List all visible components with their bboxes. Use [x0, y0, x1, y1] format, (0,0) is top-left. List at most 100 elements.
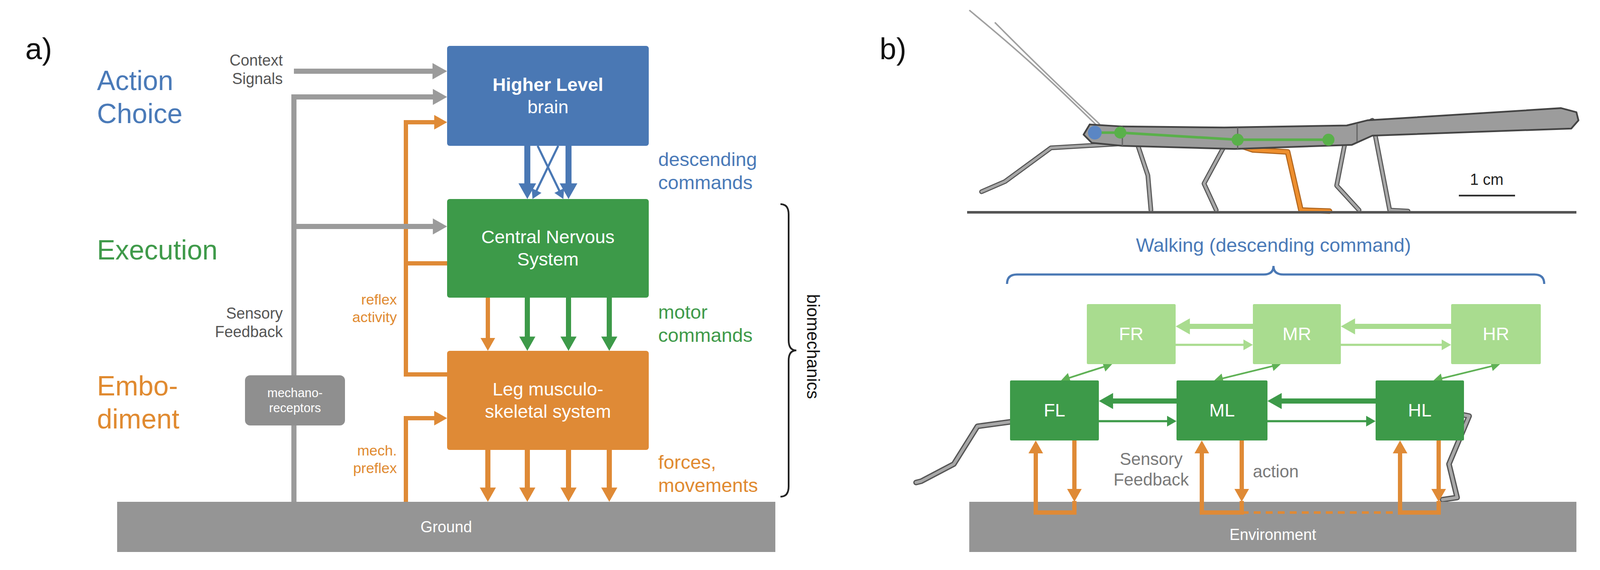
arrowhead	[519, 336, 536, 351]
leg-outline	[916, 421, 1016, 483]
bracket-label: biomechanics	[802, 294, 824, 400]
brain-box: Higher Levelbrain	[447, 45, 649, 146]
connector-line	[1033, 450, 1038, 503]
connector	[537, 145, 565, 200]
level-heading: Embo- diment	[96, 369, 180, 436]
connector-line	[524, 450, 530, 491]
connector-line	[1352, 323, 1452, 330]
connector-line	[565, 297, 572, 340]
context-arrow	[293, 63, 448, 80]
connector	[1234, 440, 1250, 503]
node-text: Higher Level	[492, 73, 604, 97]
nerve-cord	[1094, 132, 1329, 140]
leg-controller: MR	[1252, 304, 1341, 365]
connector-line	[524, 297, 530, 340]
connector-line	[485, 450, 491, 491]
connector-line	[606, 450, 612, 491]
insect-body	[1083, 108, 1579, 149]
leg	[1203, 145, 1225, 211]
connector-line	[565, 145, 572, 187]
arrowhead	[519, 487, 536, 503]
signal-label: motor commands	[658, 300, 753, 348]
connector	[479, 450, 497, 503]
arrowhead	[1028, 440, 1044, 454]
arrowhead	[1167, 416, 1177, 427]
sensor-box: mechano- receptors	[244, 375, 345, 426]
arrowhead	[479, 487, 497, 503]
arrowhead	[601, 336, 618, 351]
connector	[560, 297, 577, 351]
connector	[405, 411, 448, 503]
connector-line	[1440, 365, 1494, 379]
loop-line	[1201, 501, 1242, 513]
connector-line	[1175, 344, 1246, 347]
ganglion	[1114, 126, 1127, 139]
antenna	[995, 22, 1101, 125]
connector-line	[1187, 323, 1253, 330]
connector	[1431, 440, 1446, 503]
body-segment	[1356, 123, 1358, 143]
connector-line	[405, 122, 448, 375]
connector-line	[606, 297, 612, 340]
node-text: FL	[1043, 399, 1065, 422]
connector-line	[1279, 398, 1376, 404]
leg-outline	[1137, 145, 1151, 211]
connector-line	[293, 96, 436, 376]
curly-brace	[780, 204, 797, 497]
leg-controller: ML	[1176, 380, 1268, 441]
node-text: Environment	[1229, 525, 1316, 545]
cns-box: Central Nervous System	[447, 199, 649, 298]
leg	[1336, 143, 1359, 211]
highlighted-leg	[1237, 145, 1330, 212]
highlighted-leg-outline	[1237, 145, 1330, 212]
connector-line	[293, 226, 436, 376]
connector-line	[524, 145, 531, 187]
leg-controller: FL	[1010, 380, 1099, 441]
panel-letter: a)	[25, 30, 52, 67]
arrowhead	[1431, 489, 1446, 503]
connector-line	[1340, 344, 1444, 347]
connector	[293, 218, 448, 376]
scale-label: 1 cm	[1469, 170, 1504, 189]
arrowhead	[1098, 393, 1114, 410]
signal-label: Context Signals	[229, 51, 283, 88]
arrowhead	[432, 88, 448, 106]
connector	[1267, 393, 1376, 410]
signal-label: Sensory Feedback	[214, 304, 283, 342]
leg-outline	[981, 143, 1121, 192]
connector-line	[565, 450, 572, 491]
signal-label: forces, movements	[658, 450, 759, 498]
node-text: MR	[1282, 323, 1312, 346]
connector	[1175, 339, 1253, 351]
connector	[519, 297, 536, 351]
connector	[293, 425, 295, 503]
leg-outline	[1203, 145, 1225, 211]
connector	[601, 450, 618, 503]
connector	[1067, 440, 1082, 503]
leg-outline	[1336, 143, 1359, 211]
arrowhead	[480, 338, 496, 351]
level-heading: Execution	[96, 233, 218, 267]
leg	[1137, 145, 1151, 211]
connector	[531, 145, 559, 200]
leg-controller: FR	[1086, 304, 1176, 365]
arrowhead	[601, 487, 618, 503]
connector	[293, 88, 448, 376]
connector	[1214, 361, 1281, 384]
connector-line	[1397, 450, 1403, 503]
signal-label: reflex activity	[352, 290, 397, 327]
connector	[1061, 362, 1113, 383]
arrowhead	[1441, 339, 1452, 351]
signal-label: mech. preflex	[353, 441, 397, 478]
leg-controller: HL	[1375, 380, 1464, 441]
connector-line	[405, 418, 437, 503]
leg	[981, 143, 1121, 192]
connector-line	[1110, 398, 1177, 404]
connector-line	[1199, 450, 1204, 503]
antenna	[969, 10, 1097, 126]
connector	[1340, 318, 1452, 335]
connector	[1098, 416, 1177, 427]
arrowhead	[1175, 318, 1190, 335]
leg	[916, 421, 1016, 483]
